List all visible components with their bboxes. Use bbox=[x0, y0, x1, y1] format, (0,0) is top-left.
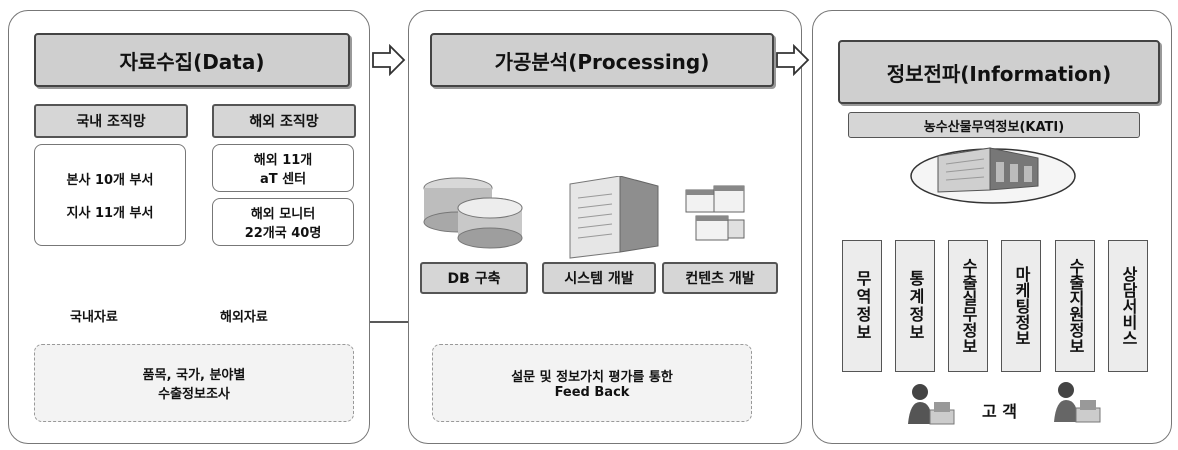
information-title: 정보전파(Information) bbox=[838, 40, 1160, 104]
flow-arrow-icon bbox=[776, 44, 810, 76]
overseas-monitor-line-2: 22개국 40명 bbox=[244, 226, 322, 241]
export-survey-line-1: 품목, 국가, 분야별 bbox=[142, 368, 246, 383]
service-export-support-info: 수출지원정보 bbox=[1055, 240, 1095, 372]
domestic-org-line-2: 지사 11개 부서 bbox=[66, 206, 154, 221]
feedback-line-1: 설문 및 정보가치 평가를 통한 bbox=[511, 370, 673, 385]
domestic-org-box: 본사 10개 부서 지사 11개 부서 bbox=[34, 144, 186, 246]
service-export-practice-info: 수출실무정보 bbox=[948, 240, 988, 372]
system-dev-label: 시스템 개발 bbox=[542, 262, 656, 294]
domestic-org-line-1: 본사 10개 부서 bbox=[66, 173, 154, 188]
service-trade-info-text: 무역정보 bbox=[853, 270, 872, 342]
database-icon bbox=[423, 177, 523, 249]
flow-arrow-icon bbox=[372, 44, 406, 76]
kati-building-icon bbox=[910, 147, 1076, 204]
data-collection-title: 자료수집(Data) bbox=[34, 33, 350, 87]
overseas-network-label: 해외 조직망 bbox=[212, 104, 356, 138]
feedback-box: 설문 및 정보가치 평가를 통한 Feed Back bbox=[432, 344, 752, 422]
service-consulting: 상담서비스 bbox=[1108, 240, 1148, 372]
overseas-center-line-2: aT 센터 bbox=[259, 172, 307, 187]
service-marketing-info-text: 마케팅정보 bbox=[1012, 266, 1031, 346]
overseas-monitor-line-1: 해외 모니터 bbox=[250, 207, 316, 222]
customer-label: 고 객 bbox=[982, 402, 1018, 421]
kati-label: 농수산물무역정보(KATI) bbox=[848, 112, 1140, 138]
contents-dev-label: 컨텐츠 개발 bbox=[662, 262, 778, 294]
domestic-network-label: 국내 조직망 bbox=[34, 104, 188, 138]
service-consulting-text: 상담서비스 bbox=[1119, 266, 1138, 346]
overseas-monitor-box: 해외 모니터 22개국 40명 bbox=[212, 198, 354, 246]
customer-person-icon bbox=[908, 384, 955, 425]
overseas-data-label: 해외자료 bbox=[220, 310, 268, 325]
service-trade-info: 무역정보 bbox=[842, 240, 882, 372]
service-marketing-info: 마케팅정보 bbox=[1001, 240, 1041, 372]
export-survey-line-2: 수출정보조사 bbox=[158, 387, 230, 402]
db-build-label: DB 구축 bbox=[420, 262, 528, 294]
domestic-data-label: 국내자료 bbox=[70, 310, 118, 325]
service-statistics-info-text: 통계정보 bbox=[906, 270, 925, 342]
feedback-line-2: Feed Back bbox=[554, 385, 630, 400]
overseas-center-box: 해외 11개 aT 센터 bbox=[212, 144, 354, 192]
processing-title: 가공분석(Processing) bbox=[430, 33, 774, 87]
server-icon bbox=[569, 176, 659, 259]
content-window-icon bbox=[685, 185, 745, 241]
service-export-practice-info-text: 수출실무정보 bbox=[959, 258, 978, 354]
service-statistics-info: 통계정보 bbox=[895, 240, 935, 372]
service-export-support-info-text: 수출지원정보 bbox=[1066, 258, 1085, 354]
overseas-center-line-1: 해외 11개 bbox=[253, 153, 313, 168]
export-survey-box: 품목, 국가, 분야별 수출정보조사 bbox=[34, 344, 354, 422]
customer-person-icon bbox=[1054, 382, 1101, 423]
